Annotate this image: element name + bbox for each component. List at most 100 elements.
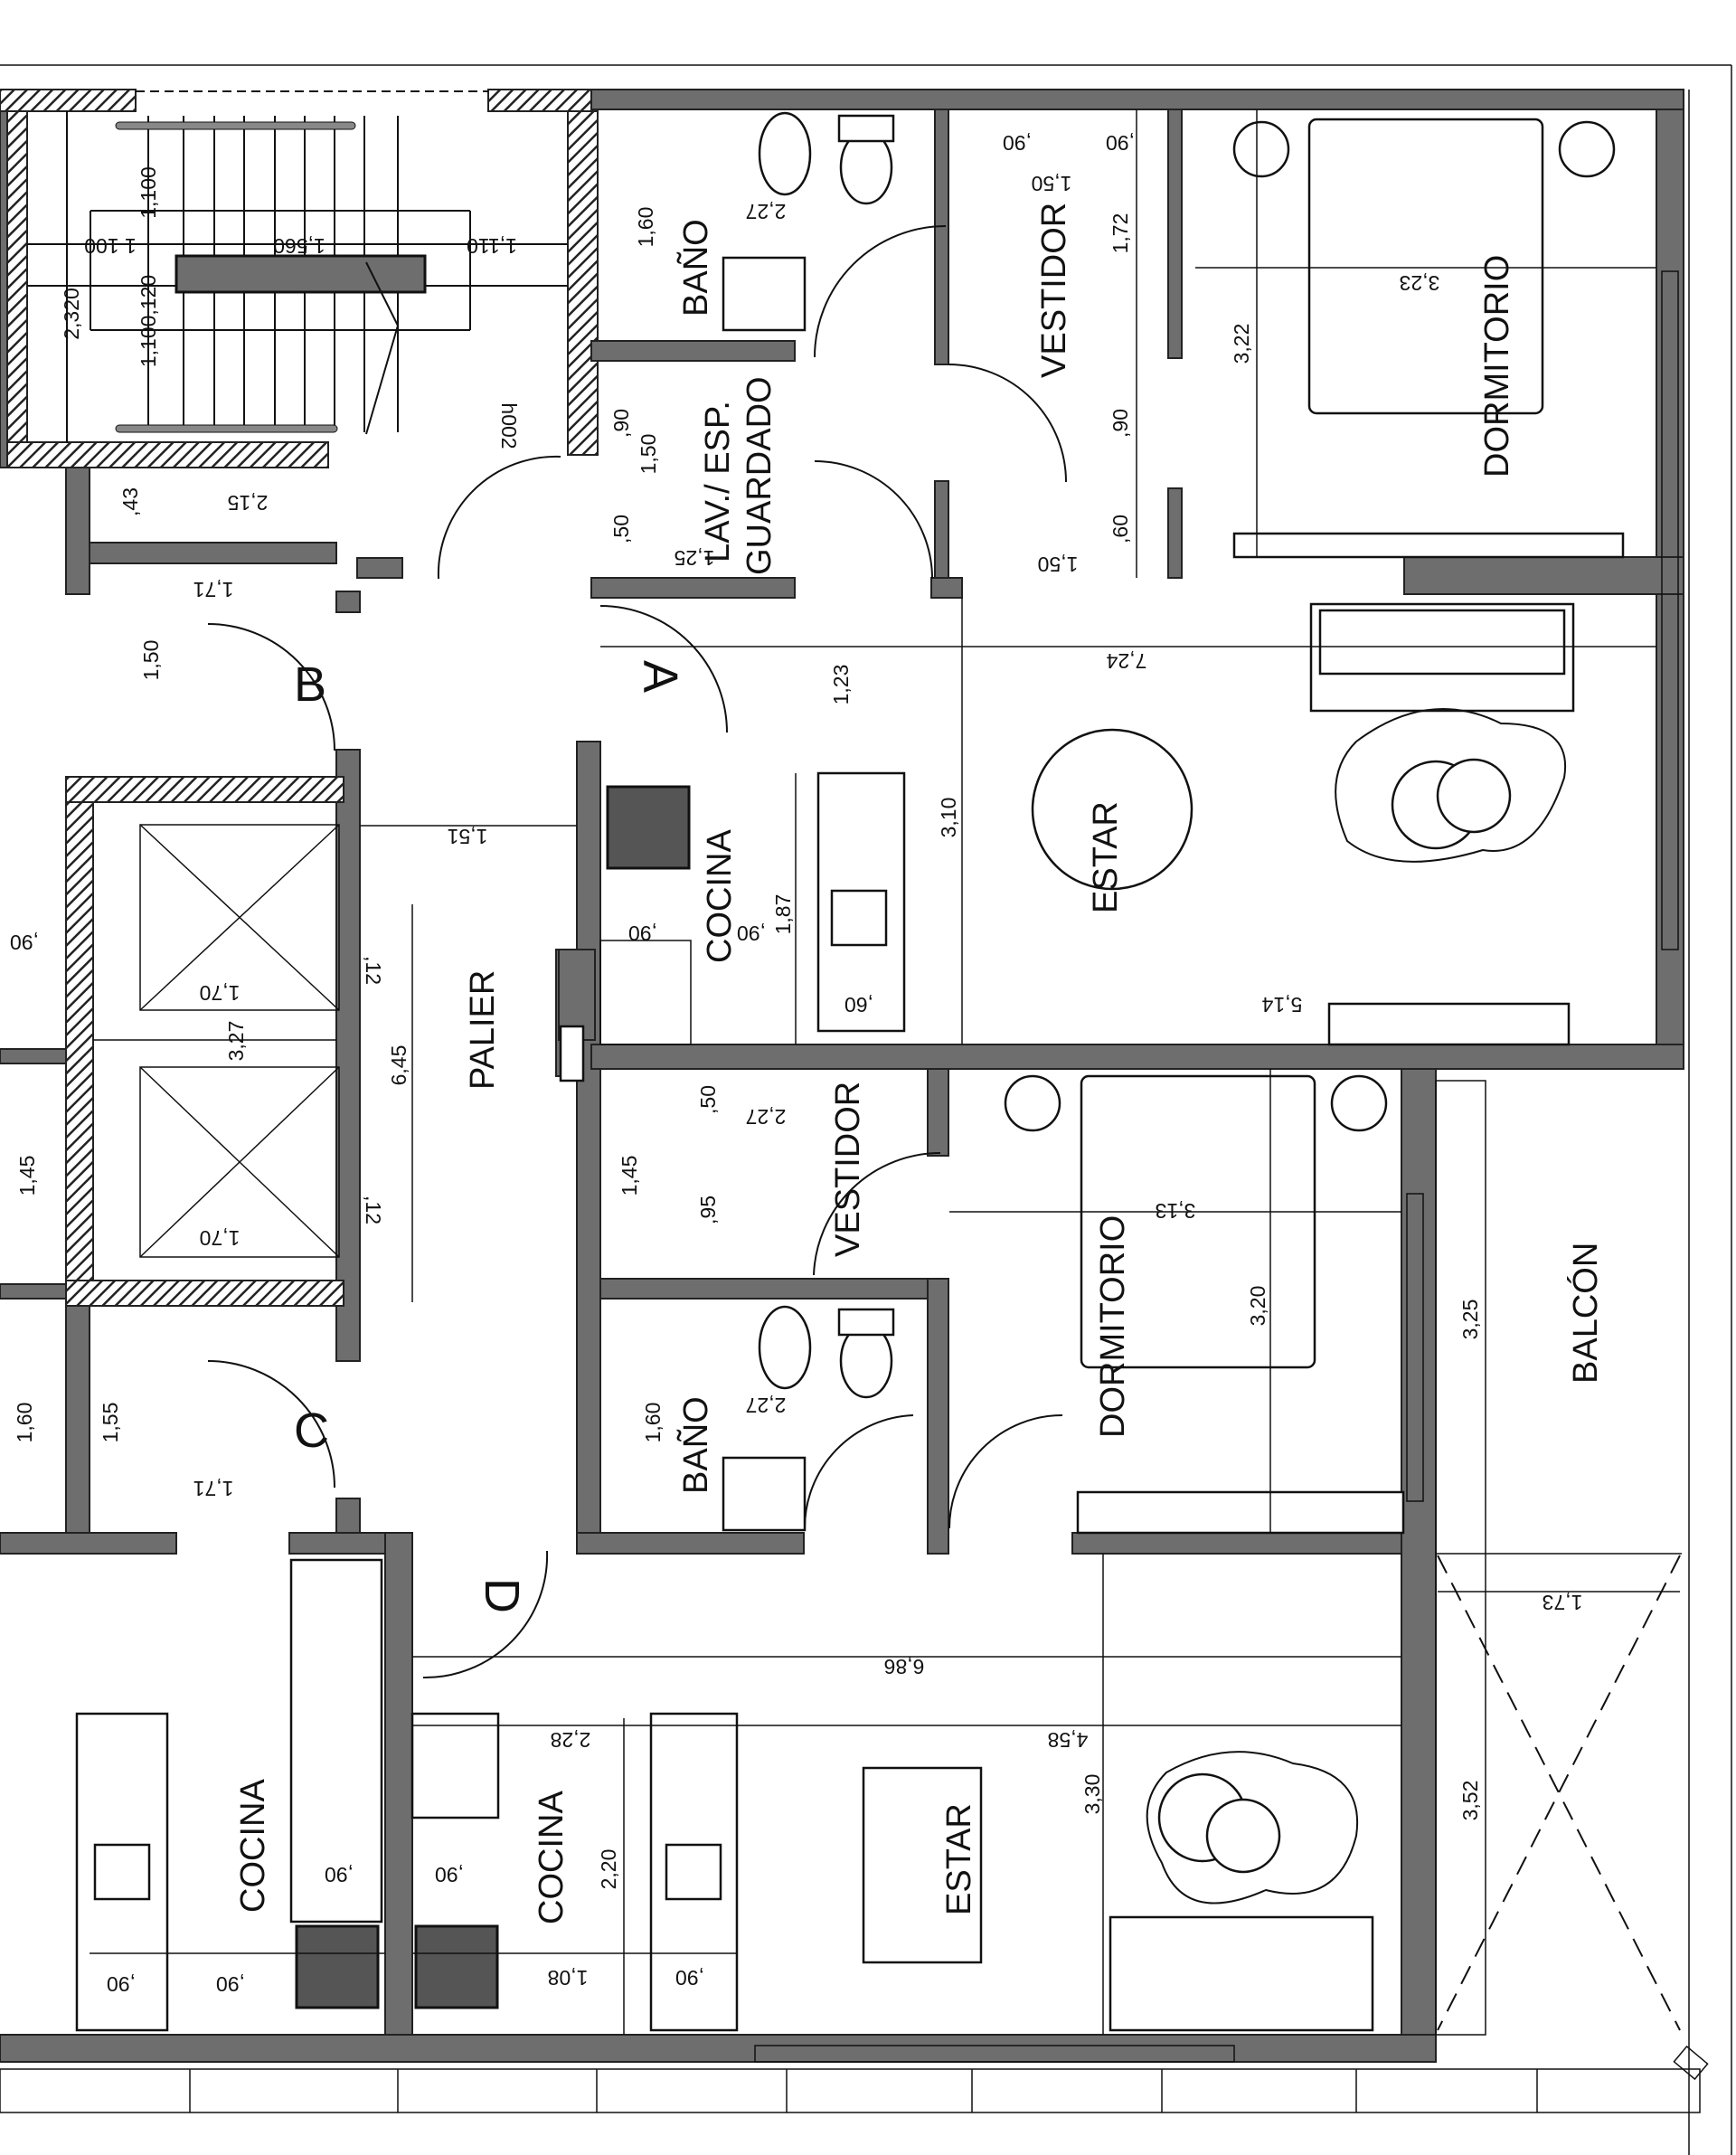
dim: 1,50 xyxy=(1032,172,1072,195)
room-label-vestidor-upper: VESTIDOR xyxy=(1035,203,1073,378)
dim: 3,22 xyxy=(1230,324,1253,364)
frame xyxy=(0,64,1732,2155)
sink-icon xyxy=(93,1843,151,1901)
round-table-icon xyxy=(1031,728,1194,891)
dining-table-icon xyxy=(862,1766,983,1964)
doors xyxy=(207,225,1067,1679)
room-label-lav: LAV./ ESP. xyxy=(699,401,737,562)
dim: ,90 xyxy=(10,931,39,954)
dim: 2,27 xyxy=(746,200,787,223)
dim: 3,27 xyxy=(224,1021,248,1062)
dim: 1,100 xyxy=(137,166,160,219)
dim: ,90 xyxy=(675,1966,704,1990)
dim: 3,25 xyxy=(1458,1300,1482,1340)
dim: 1,50 xyxy=(637,434,660,475)
dim: 3,13 xyxy=(1156,1199,1196,1223)
dim: 2,320 xyxy=(60,288,83,340)
room-label-guardado: GUARDADO xyxy=(741,376,778,575)
dim: 1,100,120 xyxy=(137,275,160,367)
sofa-icon xyxy=(1109,1915,1374,2032)
sink-icon xyxy=(722,1456,807,1532)
dim: ,90 xyxy=(609,409,633,438)
dimension-lines xyxy=(90,109,1680,2035)
dim: 1,55 xyxy=(99,1403,122,1443)
dim: 1,60 xyxy=(641,1403,665,1443)
room-label-estar-upper: ESTAR xyxy=(1087,801,1125,913)
dim: 1,60 xyxy=(634,207,657,248)
dim: ,90 xyxy=(1109,409,1132,438)
dim: 3,23 xyxy=(1400,271,1440,295)
room-labels: BAÑO LAV./ ESP. GUARDADO VESTIDOR DORMIT… xyxy=(234,203,1605,1924)
facade-windows xyxy=(0,270,1701,2113)
unit-letters: A B C D xyxy=(294,657,687,1613)
sink-icon xyxy=(830,889,888,947)
dim: 1,560 xyxy=(273,234,326,258)
dim: 1,87 xyxy=(771,894,795,935)
dim: 1,73 xyxy=(1543,1591,1583,1614)
dim: ,95 xyxy=(696,1196,720,1224)
unit-letter-d: D xyxy=(475,1578,529,1613)
stove-icon xyxy=(414,1924,499,2009)
room-label-dormitorio-upper: DORMITORIO xyxy=(1478,255,1516,477)
dim: 3,52 xyxy=(1458,1781,1482,1821)
dim: 3,10 xyxy=(937,798,960,838)
dim: 1,71 xyxy=(193,578,234,601)
dim: ,90 xyxy=(435,1863,464,1886)
bed-icon xyxy=(1307,118,1544,415)
unit-letter-a: A xyxy=(633,660,687,693)
dim: 2,28 xyxy=(551,1728,591,1752)
room-label-cocina-upper: COCINA xyxy=(701,829,739,963)
sink-icon xyxy=(722,256,807,332)
unit-letter-c: C xyxy=(294,1404,329,1458)
balcony xyxy=(1435,1080,1709,2081)
dim: ,50 xyxy=(609,515,633,543)
dim: 1,45 xyxy=(618,1156,641,1196)
room-label-cocina-left: COCINA xyxy=(234,1779,272,1913)
dim: ,90 xyxy=(216,1972,245,1996)
dim: 1,110 xyxy=(467,234,517,258)
dim: 4,58 xyxy=(1048,1728,1089,1752)
dimension-labels: 1,100 1 100 1,560 1,110 2,320 1,100,120 … xyxy=(10,131,1582,1996)
bidet-icon xyxy=(758,111,812,196)
dim: 1,72 xyxy=(1109,213,1132,254)
stove-icon xyxy=(295,1924,380,2009)
dim: ,12 xyxy=(362,956,385,985)
dim: 1,25 xyxy=(675,546,715,570)
bed-icon xyxy=(1080,1074,1316,1369)
dim: 2,15 xyxy=(228,491,269,515)
dim: h002 xyxy=(497,402,521,449)
dim: ,60 xyxy=(1109,515,1132,543)
dim: 1,45 xyxy=(15,1156,39,1196)
dim: 1,08 xyxy=(548,1966,589,1990)
dim: 2,20 xyxy=(597,1849,620,1890)
dim: ,50 xyxy=(696,1085,720,1114)
dim: 1,71 xyxy=(193,1477,234,1500)
room-label-estar-lower: ESTAR xyxy=(940,1803,978,1915)
bidet-icon xyxy=(758,1305,812,1390)
dim: 1 100 xyxy=(84,234,137,258)
unit-letter-b: B xyxy=(294,657,326,712)
dim: 6,86 xyxy=(884,1655,925,1678)
room-label-cocina-mid: COCINA xyxy=(533,1791,571,1924)
dim: 1,51 xyxy=(448,825,488,848)
dim: ,90 xyxy=(1106,131,1135,155)
room-label-balcon: BALCÓN xyxy=(1566,1243,1605,1384)
dim: ,43 xyxy=(118,487,142,516)
dim: ,60 xyxy=(844,993,873,1016)
dim: 3,20 xyxy=(1246,1286,1269,1327)
dim: 2,27 xyxy=(746,1105,787,1129)
dim: ,90 xyxy=(1003,131,1032,155)
stove-icon xyxy=(606,785,691,870)
dim: 6,45 xyxy=(387,1045,410,1086)
elevator-core xyxy=(65,776,344,1307)
dim: 2,27 xyxy=(746,1394,787,1417)
sink-icon xyxy=(665,1843,722,1901)
room-label-dormitorio-lower: DORMITORIO xyxy=(1094,1215,1132,1438)
room-label-bano-upper: BAÑO xyxy=(676,219,715,317)
dim: 3,30 xyxy=(1080,1774,1104,1815)
dim: ,90 xyxy=(107,1972,136,1996)
dim: 1,60 xyxy=(13,1403,36,1443)
dim: 7,24 xyxy=(1106,649,1146,673)
fixtures xyxy=(75,111,1625,2032)
